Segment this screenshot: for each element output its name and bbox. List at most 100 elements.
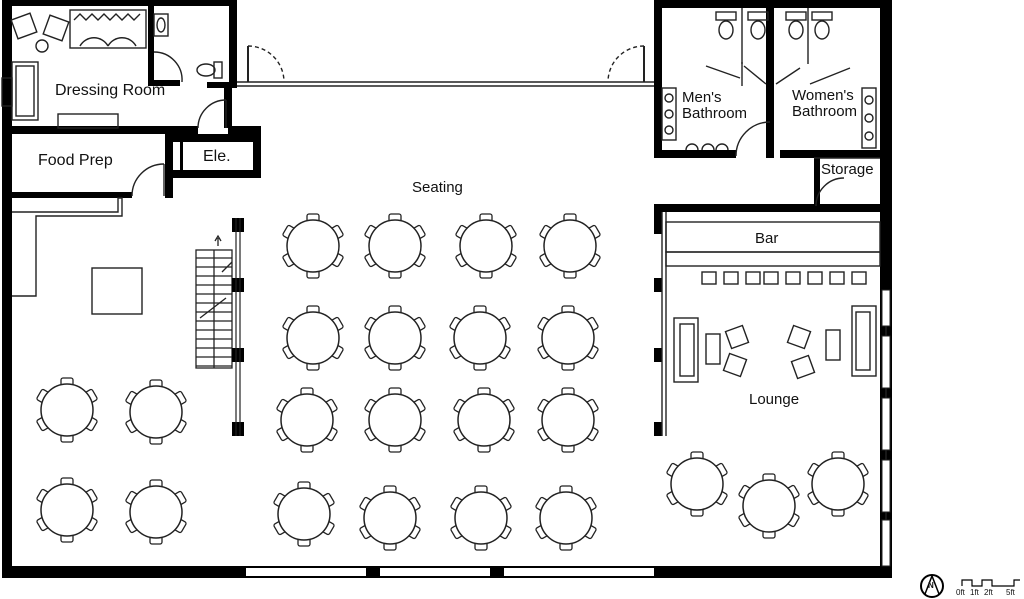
round-table [450,485,512,551]
table-top [539,491,593,545]
round-table [807,451,869,517]
round-table [666,451,728,517]
stall-door-3 [775,67,801,85]
table-top [541,311,595,365]
round-table [273,481,335,547]
room-label-seating: Seating [412,179,463,196]
wall-bath-divider [766,0,774,158]
wall-dressing-door-post [224,84,232,128]
door-arc-bath-small [153,51,183,83]
round-table [359,485,421,551]
table-top [129,385,183,439]
wall-top-left [2,0,237,6]
stall-door-2 [743,65,767,85]
kitchen-island [91,267,143,315]
table-top [286,219,340,273]
interior-lines [1,8,887,573]
round-table [738,473,800,539]
table-top [368,311,422,365]
round-table [537,387,599,453]
stair-break [199,261,233,319]
round-table [364,305,426,371]
mens-bathroom-line1: Men's [682,89,722,106]
room-label-elevator: Ele. [203,148,231,165]
table-top [363,491,417,545]
round-table [282,213,344,279]
room-label-storage: Storage [821,161,874,178]
bar-stools [701,271,867,285]
wall-left [2,0,12,578]
toilets [715,11,833,40]
door-arc-dressing [197,99,227,129]
round-table [535,485,597,551]
scale-tick-2: 2ft [984,588,993,597]
wardrobe-hangers [73,13,141,21]
womens-bathroom-line1: Women's [792,87,854,104]
tables-group [36,213,869,551]
dressing-table [57,113,119,129]
lounge-chair-3 [786,324,812,350]
wall-bar-left-a [654,204,662,234]
womens-bathroom-line2: Bathroom [792,102,858,120]
round-table [539,213,601,279]
dressing-stool [35,39,49,53]
wall-bar-left-c [654,348,662,362]
wall-bath-left [654,0,662,158]
table-top [459,219,513,273]
round-table [537,305,599,371]
north-arrow-label: N [928,581,934,590]
table-top [453,311,507,365]
wall-dressing-right [229,0,237,84]
stair-arrow-icon [214,234,222,246]
room-label-mens-bathroom: Men's Bathroom [682,90,747,122]
round-table [453,387,515,453]
door-arc-storage [815,177,845,207]
wall-dressing-bottom [2,126,198,134]
round-table [364,213,426,279]
stall-door-1 [705,62,743,86]
lounge-table-left [705,333,721,365]
lounge-chair-1 [724,324,750,350]
dressing-chair-1 [10,12,38,40]
small-bath-sink [153,13,169,37]
round-table [455,213,517,279]
scale-tick-3: 5ft [1006,588,1015,597]
wall-dressing-bottom-2 [228,126,261,134]
window-panes-right [881,289,891,567]
room-label-lounge: Lounge [749,391,800,408]
door-arc-bathrooms [735,121,771,157]
table-top [129,485,183,539]
round-table [364,387,426,453]
table-top [40,483,94,537]
wall-foodprep-right [165,134,173,198]
table-top [457,393,511,447]
table-top [368,219,422,273]
table-top [280,393,334,447]
wall-bath-small-bottom [148,80,180,86]
urinals [685,143,729,151]
table-top [811,457,865,511]
north-arrow-icon [920,573,944,598]
scale-bar [961,579,1020,587]
round-table [276,387,338,453]
mens-bathroom-line2: Bathroom [682,104,748,122]
lounge-sofa-right [851,305,877,377]
stair-partition [232,218,244,436]
lounge-chair-4 [790,354,816,380]
dressing-chair-2 [42,14,70,42]
round-table [36,377,98,443]
dressing-window [1,77,13,107]
round-table [125,479,187,545]
wall-bath-bottom-l [654,150,736,158]
kitchen-counter [12,197,123,297]
table-top [742,479,796,533]
wall-bar-top [654,204,892,212]
wall-bath-small-left [148,0,154,84]
mens-sinks [661,87,677,141]
table-top [368,393,422,447]
lounge-chair-2 [722,352,748,378]
bar-counter-back [665,251,881,267]
table-top [541,393,595,447]
dressing-sofa-inner [15,65,35,117]
wall-bath-bottom-r [780,150,892,158]
